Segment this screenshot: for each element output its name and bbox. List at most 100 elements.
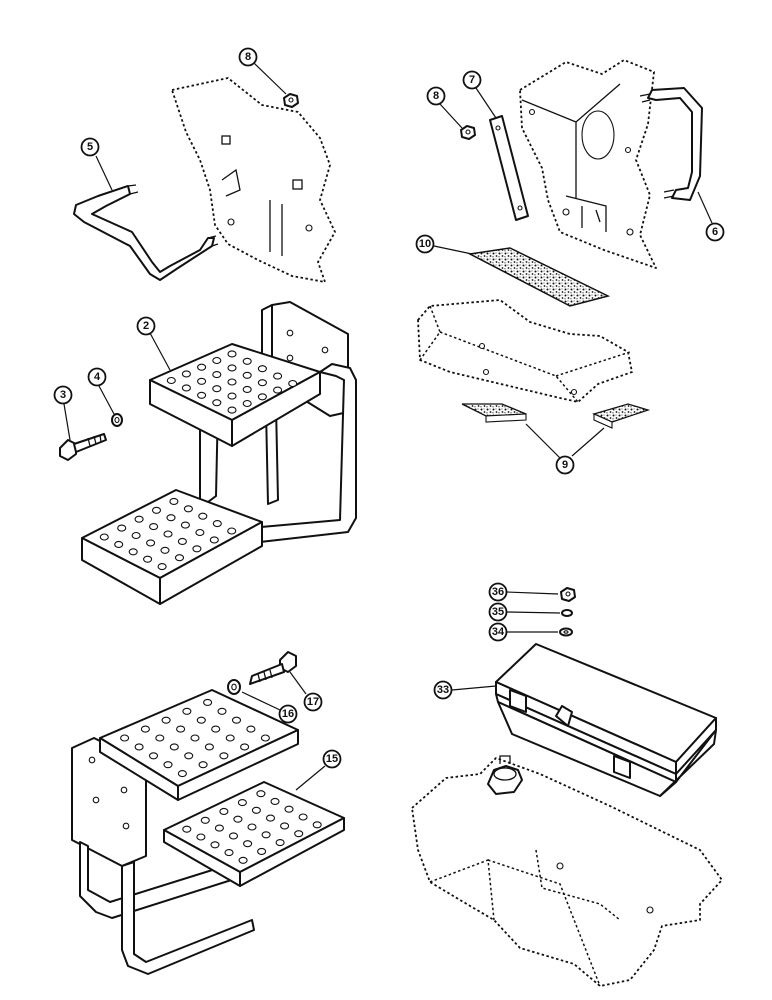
tread-hole bbox=[288, 379, 298, 388]
tread-hole bbox=[198, 512, 208, 520]
tread-hole bbox=[134, 743, 144, 751]
callout-15-label: 15 bbox=[326, 753, 338, 765]
tread-hole bbox=[251, 806, 261, 814]
tread-hole bbox=[233, 815, 243, 823]
tread-hole bbox=[151, 506, 162, 514]
callout-15: 15 bbox=[322, 749, 342, 769]
tread-hole bbox=[265, 814, 276, 822]
callout-5-label: 5 bbox=[87, 141, 93, 153]
tread-hole bbox=[227, 378, 237, 386]
washer-4 bbox=[111, 413, 123, 427]
tread-hole bbox=[225, 734, 235, 742]
tread-hole bbox=[181, 384, 191, 392]
step-assembly-2 bbox=[81, 301, 357, 605]
tread-hole bbox=[227, 406, 237, 414]
tread-hole bbox=[190, 734, 200, 742]
tread-hole bbox=[273, 386, 283, 394]
tread-hole bbox=[256, 790, 266, 798]
callout-8-right: 8 bbox=[426, 86, 446, 106]
washer-34 bbox=[559, 627, 573, 637]
callout-7-label: 7 bbox=[469, 74, 475, 86]
tread-hole bbox=[257, 365, 267, 373]
tread-hole bbox=[242, 385, 252, 393]
tread-hole bbox=[166, 376, 176, 385]
tread-hole bbox=[212, 371, 222, 379]
upper-tread-15-holes bbox=[120, 698, 270, 778]
tread-hole bbox=[196, 833, 206, 841]
nut-16 bbox=[227, 679, 241, 695]
tread-hole bbox=[212, 399, 222, 407]
tread-hole bbox=[155, 734, 165, 742]
tread-hole bbox=[160, 546, 170, 554]
tread-hole bbox=[196, 716, 206, 724]
tread-hole bbox=[169, 497, 179, 505]
tread-hole bbox=[209, 536, 219, 544]
tread-hole bbox=[197, 391, 207, 399]
callout-33-label: 33 bbox=[437, 684, 449, 696]
tread-hole bbox=[114, 540, 124, 548]
tread-hole bbox=[177, 537, 187, 545]
tread-hole bbox=[227, 364, 237, 372]
callout-6-label: 6 bbox=[712, 226, 718, 238]
tread-hole bbox=[149, 523, 159, 531]
tread-hole bbox=[174, 554, 185, 562]
tread-hole bbox=[197, 363, 207, 371]
tread-hole bbox=[243, 840, 253, 848]
upper-tread-holes bbox=[166, 350, 298, 414]
tread-hole bbox=[131, 531, 141, 540]
tread-hole bbox=[177, 770, 187, 778]
callout-6: 6 bbox=[705, 222, 725, 242]
bolt-17 bbox=[249, 651, 297, 685]
tread-hole bbox=[143, 555, 153, 563]
tread-hole bbox=[128, 548, 138, 556]
tread-hole bbox=[231, 716, 242, 724]
platform-panel bbox=[417, 299, 633, 403]
tread-hole bbox=[280, 822, 290, 830]
tread-hole bbox=[134, 515, 144, 523]
tread-hole bbox=[166, 514, 176, 522]
tread-hole bbox=[204, 743, 214, 751]
callout-36-label: 36 bbox=[492, 586, 504, 598]
tread-hole bbox=[210, 841, 220, 849]
tread-hole bbox=[176, 725, 186, 733]
tread-hole bbox=[257, 379, 267, 387]
tread-hole bbox=[180, 521, 190, 529]
tread-hole bbox=[227, 392, 237, 400]
nut-8-right bbox=[460, 125, 476, 140]
tread-hole bbox=[211, 725, 221, 733]
callout-2-label: 2 bbox=[143, 320, 149, 332]
grab-handle-6 bbox=[639, 87, 703, 201]
tread-hole bbox=[219, 752, 229, 760]
tread-hole bbox=[182, 825, 192, 833]
bolt-3 bbox=[59, 433, 107, 461]
tread-hole bbox=[203, 698, 213, 706]
tread-hole bbox=[120, 734, 130, 742]
callout-36: 36 bbox=[488, 582, 508, 602]
callout-8-left: 8 bbox=[238, 47, 258, 67]
tread-hole bbox=[270, 797, 280, 805]
tread-hole bbox=[200, 816, 210, 824]
tread-hole bbox=[219, 807, 229, 815]
callout-33: 33 bbox=[433, 680, 453, 700]
tread-hole bbox=[237, 799, 247, 807]
callout-8-right-label: 8 bbox=[433, 90, 439, 102]
callout-10: 10 bbox=[415, 234, 435, 254]
tread-hole bbox=[148, 752, 159, 760]
tread-hole bbox=[182, 707, 192, 715]
tread-hole bbox=[99, 533, 109, 541]
callout-5: 5 bbox=[80, 137, 100, 157]
lower-tread-holes bbox=[99, 497, 237, 571]
callout-9: 9 bbox=[555, 455, 575, 475]
callout-35-label: 35 bbox=[492, 606, 504, 618]
tread-hole bbox=[181, 370, 191, 378]
tread-hole bbox=[197, 377, 207, 385]
nut-36 bbox=[560, 587, 576, 602]
tread-hole bbox=[260, 734, 270, 742]
tread-hole bbox=[257, 847, 267, 855]
tread-hole bbox=[140, 725, 150, 733]
left-fender-panel bbox=[171, 77, 336, 283]
callout-3-label: 3 bbox=[60, 389, 66, 401]
tread-hole bbox=[238, 856, 248, 864]
lock-washer-35 bbox=[561, 609, 573, 617]
callout-2: 2 bbox=[136, 316, 156, 336]
